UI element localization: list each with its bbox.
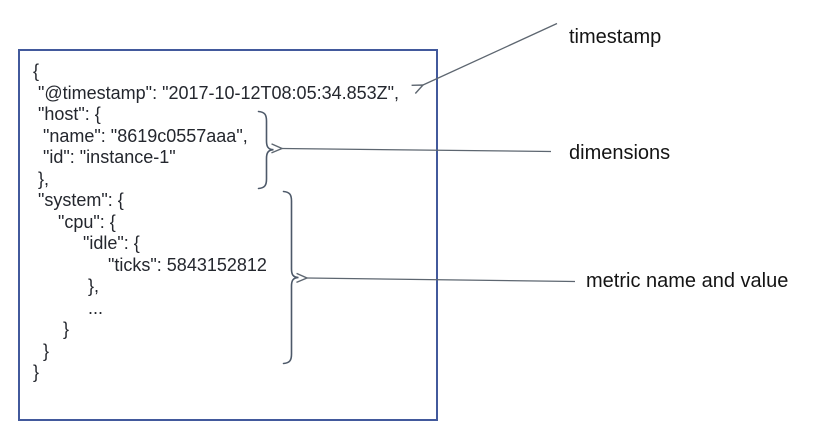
metric-label: metric name and value	[586, 270, 789, 292]
timestamp-label: timestamp	[569, 26, 662, 48]
dimensions-label: dimensions	[569, 142, 671, 164]
json-document-text: { "@timestamp": "2017-10-12T08:05:34.853…	[33, 61, 400, 382]
metric-document-box: { "@timestamp": "2017-10-12T08:05:34.853…	[18, 49, 438, 421]
timestamp-arrow	[423, 22, 558, 86]
